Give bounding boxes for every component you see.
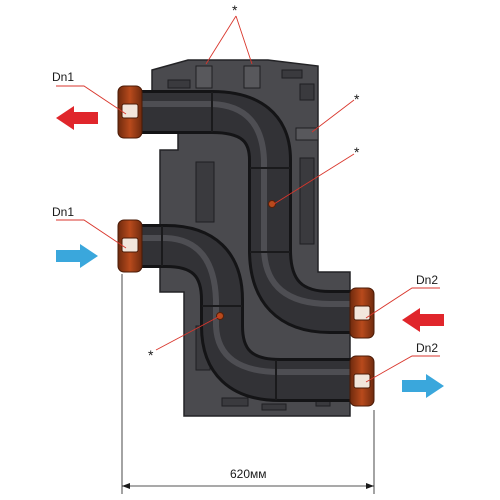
label-star-right-1: * bbox=[354, 91, 360, 107]
leader-lines bbox=[56, 15, 440, 383]
arrow-dn1-inlet bbox=[56, 244, 98, 268]
label-dn1-top: Dn1 bbox=[52, 70, 74, 84]
label-star-right-2: * bbox=[354, 144, 360, 160]
flange-dn2-top bbox=[349, 287, 375, 339]
arrow-dn2-outlet bbox=[402, 374, 444, 398]
label-dn1-bottom: Dn1 bbox=[52, 205, 74, 219]
flange-dn1-top bbox=[117, 85, 143, 139]
lower-pipe bbox=[140, 224, 362, 402]
label-dn2-bottom: Dn2 bbox=[416, 341, 438, 355]
dimension-line bbox=[121, 274, 375, 494]
flange-dn1-bottom bbox=[117, 219, 143, 273]
arrow-dn2-inlet bbox=[402, 308, 444, 332]
label-star-bottom: * bbox=[148, 347, 154, 363]
label-dn2-top: Dn2 bbox=[416, 273, 438, 287]
upper-pipe bbox=[140, 90, 360, 334]
flange-dn2-bottom bbox=[349, 355, 375, 407]
arrow-dn1-outlet bbox=[56, 106, 98, 130]
label-star-top: * bbox=[232, 2, 238, 18]
dimension-label: 620мм bbox=[230, 467, 267, 481]
